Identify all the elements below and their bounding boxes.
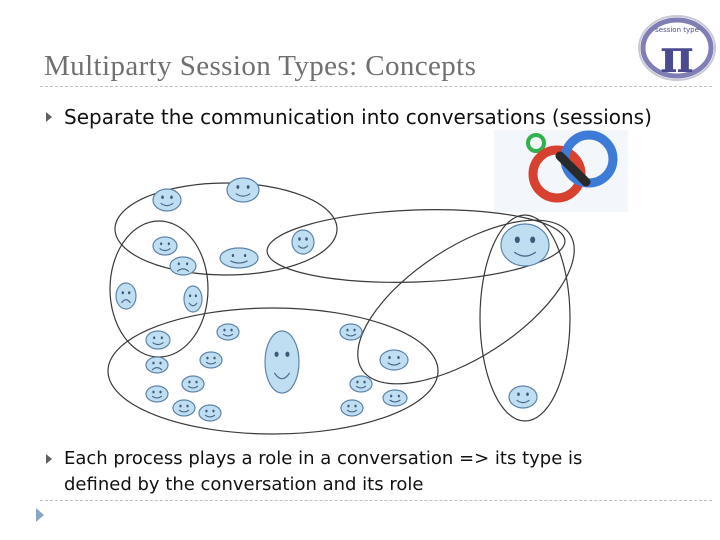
smiley-face-icon — [339, 323, 363, 341]
bullet-2: Each process plays a role in a conversat… — [46, 446, 706, 498]
smiley-face-icon — [172, 399, 196, 417]
smiley-face-icon — [181, 375, 205, 393]
sad-face-icon — [169, 256, 197, 276]
bullet-1: Separate the communication into conversa… — [46, 107, 706, 127]
smiley-face-icon — [145, 385, 169, 403]
title-divider — [40, 86, 712, 87]
footer-divider — [40, 500, 712, 501]
session-top-left — [114, 182, 338, 276]
bullet-arrow-icon — [46, 112, 52, 122]
bullet-1-text: Separate the communication into conversa… — [64, 105, 652, 129]
smiley-face-icon — [152, 188, 182, 212]
smiley-face-icon — [152, 236, 178, 256]
smiley-face-icon — [291, 229, 315, 255]
pi-icon: π — [660, 29, 694, 83]
session-bottom — [107, 307, 439, 435]
session-diagonal — [357, 219, 575, 385]
smiley-face-icon — [198, 404, 222, 422]
interlocking-rings-icon — [494, 130, 628, 212]
next-slide-arrow-icon[interactable] — [36, 508, 44, 522]
pi-logo: session type π — [638, 15, 716, 83]
bullet-2-line-2: defined by the conversation and its role — [64, 474, 424, 495]
slide-title: Multiparty Session Types: Concepts — [44, 50, 477, 82]
smiley-face-icon — [382, 389, 408, 407]
smiley-face-icon — [379, 349, 409, 371]
smiley-face-icon — [264, 330, 300, 394]
session-top-wide — [266, 209, 566, 283]
bullet-arrow-icon — [46, 454, 52, 464]
smiley-face-icon — [219, 247, 259, 269]
sad-face-icon — [145, 356, 169, 374]
sad-face-icon — [115, 282, 137, 310]
session-right-vertical — [479, 214, 571, 422]
smiley-face-icon — [199, 351, 223, 369]
smiley-face-icon — [349, 375, 373, 393]
logo-caption: session type — [655, 26, 699, 34]
smiley-face-icon — [145, 330, 171, 350]
smiley-face-icon — [226, 177, 260, 203]
smiley-face-icon — [216, 323, 240, 341]
smiley-face-icon — [183, 285, 203, 313]
smiley-face-icon — [508, 385, 538, 409]
bullet-2-line-1: Each process plays a role in a conversat… — [64, 448, 583, 469]
smiley-face-icon — [500, 223, 550, 267]
smiley-face-icon — [340, 399, 364, 417]
